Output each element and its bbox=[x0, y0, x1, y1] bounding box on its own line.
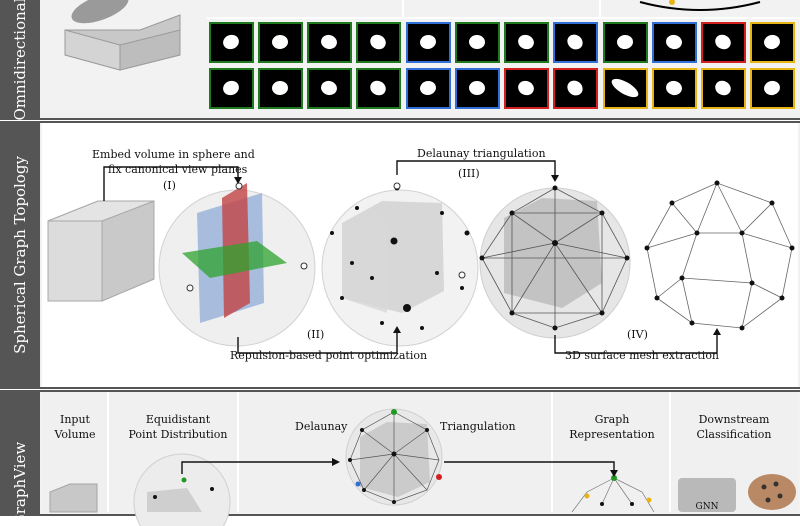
view-silhouette bbox=[223, 34, 239, 50]
delaunay-triangulation-label: Delaunay triangulation bbox=[417, 147, 546, 160]
view-thumbnail bbox=[209, 22, 254, 63]
view-thumbnail bbox=[701, 22, 746, 63]
view-silhouette bbox=[518, 34, 534, 50]
view-silhouette bbox=[321, 80, 337, 96]
view-thumbnail bbox=[455, 68, 500, 109]
view-thumbnail bbox=[307, 68, 352, 109]
view-thumbnail bbox=[701, 68, 746, 109]
view-silhouette bbox=[764, 34, 780, 50]
delaunay-label: Delaunay bbox=[295, 420, 348, 433]
view-thumbnail bbox=[356, 22, 401, 63]
omnidirectional-volume-cube bbox=[64, 0, 800, 71]
view-thumbnail bbox=[406, 22, 451, 63]
graphview-canvas: Input Volume Equidistant Point Distribut… bbox=[42, 392, 798, 526]
triangulation-label: Triangulation bbox=[440, 420, 516, 433]
view-silhouette bbox=[611, 78, 639, 98]
omnidirectional-panel: Omnidirectional bbox=[0, 0, 800, 121]
view-thumbnail bbox=[553, 22, 598, 63]
view-thumbnail bbox=[504, 22, 549, 63]
spherical-graph-canvas: Embed volume in sphere and fix canonical… bbox=[42, 123, 798, 387]
equidistant-label: Equidistant Point Distribution bbox=[128, 413, 228, 441]
view-thumbnail bbox=[258, 68, 303, 109]
view-silhouette bbox=[617, 34, 633, 50]
view-thumbnail bbox=[750, 68, 795, 109]
view-thumbnail bbox=[258, 22, 303, 63]
graphview-pipeline-illustration bbox=[49, 392, 796, 526]
view-thumbnail bbox=[652, 22, 697, 63]
spherical-graph-label: Spherical Graph Topology bbox=[11, 156, 29, 354]
view-silhouette bbox=[370, 34, 386, 50]
view-silhouette bbox=[370, 80, 386, 96]
view-silhouette bbox=[469, 34, 485, 50]
graphview-sidebar: GraphView bbox=[0, 392, 40, 526]
embed-label-line1: Embed volume in sphere and bbox=[92, 148, 255, 161]
view-thumbnail bbox=[603, 68, 648, 109]
graphview-panel: GraphView bbox=[0, 390, 800, 526]
view-silhouette bbox=[567, 34, 583, 50]
view-thumbnail bbox=[455, 22, 500, 63]
view-thumbnail bbox=[553, 68, 598, 109]
view-silhouette bbox=[223, 80, 239, 96]
spherical-graph-sidebar: Spherical Graph Topology bbox=[0, 123, 40, 387]
gnn-label: GNN bbox=[695, 502, 719, 512]
step-2-label: (II) bbox=[307, 328, 325, 341]
downstream-classification-label: Downstream Classification bbox=[696, 413, 772, 441]
view-silhouette bbox=[321, 34, 337, 50]
view-thumbnail bbox=[750, 22, 795, 63]
graphview-label: GraphView bbox=[11, 441, 29, 526]
view-silhouette bbox=[272, 34, 288, 50]
optimized-points bbox=[330, 185, 470, 330]
view-silhouette bbox=[518, 80, 534, 96]
view-thumbnail bbox=[356, 68, 401, 109]
view-silhouette bbox=[715, 80, 731, 96]
step-3-label: (III) bbox=[458, 167, 480, 180]
view-thumbnail bbox=[209, 68, 254, 109]
view-silhouette bbox=[420, 80, 436, 96]
graph-representation-label: Graph Representation bbox=[569, 413, 655, 441]
view-silhouette bbox=[666, 80, 682, 96]
view-silhouette bbox=[567, 80, 583, 96]
view-thumbnail bbox=[406, 68, 451, 109]
view-thumbnail bbox=[652, 68, 697, 109]
view-thumbnail bbox=[603, 22, 648, 63]
embed-label-line2: fix canonical view planes bbox=[108, 163, 248, 176]
surface-mesh-label: 3D surface mesh extraction bbox=[565, 349, 720, 362]
view-silhouette bbox=[666, 34, 682, 50]
repulsion-label: Repulsion-based point optimization bbox=[230, 349, 428, 362]
view-thumbnail bbox=[504, 68, 549, 109]
omnidirectional-sidebar: Omnidirectional bbox=[0, 0, 40, 121]
step-1-label: (I) bbox=[163, 179, 176, 192]
view-thumbnail bbox=[307, 22, 352, 63]
view-silhouette bbox=[715, 34, 731, 50]
input-volume-label: Input Volume bbox=[54, 413, 96, 441]
spherical-graph-illustration bbox=[47, 160, 795, 354]
view-silhouette bbox=[764, 80, 780, 96]
step-4-label: (IV) bbox=[627, 328, 648, 341]
view-silhouette bbox=[272, 80, 288, 96]
view-silhouette bbox=[420, 34, 436, 50]
view-silhouette bbox=[469, 80, 485, 96]
spherical-graph-panel: Spherical Graph Topology bbox=[0, 121, 800, 389]
